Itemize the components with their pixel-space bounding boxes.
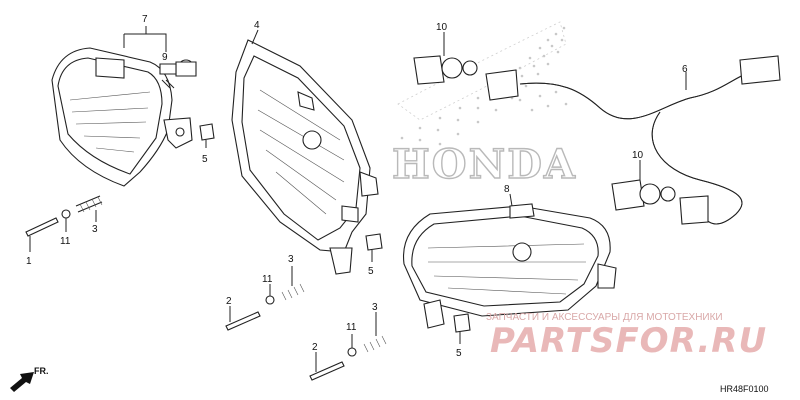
diagram-code: HR48F0100 — [720, 384, 769, 394]
watermark-caption: ЗАПЧАСТИ И АКСЕССУАРЫ ДЛЯ МОТОТЕХНИКИ — [486, 312, 723, 323]
callout-labels: 7 9 4 10 6 10 8 5 5 5 1 11 3 2 11 3 2 11… — [26, 14, 688, 359]
fasteners — [25, 123, 471, 381]
callout-7: 7 — [142, 14, 148, 25]
callout-3-right: 3 — [372, 302, 378, 313]
headlight-unit-7 — [51, 47, 193, 187]
callout-2-right: 2 — [312, 342, 318, 353]
callout-6: 6 — [682, 64, 688, 75]
honda-wordmark: HONDA — [392, 141, 577, 188]
watermark: ЗАПЧАСТИ И АКСЕССУАРЫ ДЛЯ МОТОТЕХНИКИ PA… — [486, 312, 767, 361]
callout-5-right: 5 — [456, 348, 462, 359]
bulb-9 — [159, 59, 197, 89]
callout-11-left: 11 — [60, 236, 71, 247]
callout-11-right: 11 — [346, 322, 357, 333]
callout-11-middle: 11 — [262, 274, 273, 285]
callout-2-middle: 2 — [226, 296, 232, 307]
callout-10-lower: 10 — [632, 150, 644, 161]
leader-lines — [29, 26, 687, 372]
headlight-housing-8 — [402, 203, 617, 329]
callout-3-left: 3 — [92, 224, 98, 235]
bulb-10-lower — [611, 179, 676, 211]
callout-3-middle: 3 — [288, 254, 294, 265]
front-label: FR. — [34, 366, 49, 376]
wire-harness-6 — [485, 55, 781, 225]
callout-1: 1 — [26, 256, 32, 267]
headlight-housing-4 — [231, 39, 379, 275]
callout-9: 9 — [162, 52, 168, 63]
callout-5-left: 5 — [202, 154, 208, 165]
front-arrow-icon — [10, 372, 34, 392]
callout-8: 8 — [504, 184, 510, 195]
front-direction-indicator: FR. — [10, 366, 49, 392]
callout-10-upper: 10 — [436, 22, 448, 33]
honda-wing-logo: HONDA — [391, 21, 577, 189]
callout-5-middle: 5 — [368, 266, 374, 277]
watermark-site: PARTSFOR.RU — [490, 321, 767, 361]
callout-4: 4 — [254, 20, 260, 31]
bulb-10-upper — [413, 55, 478, 85]
